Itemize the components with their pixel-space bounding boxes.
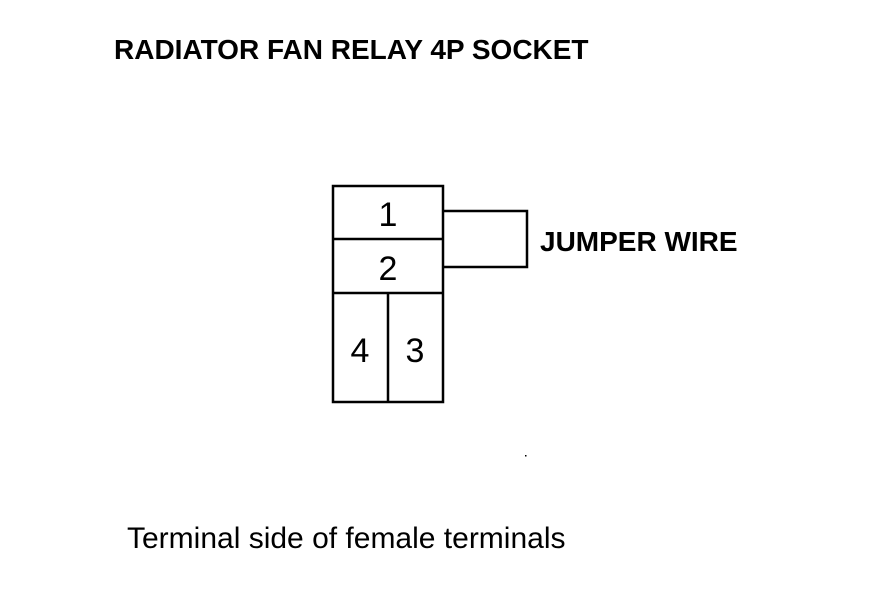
jumper-wire (443, 209, 529, 269)
diagram-title: RADIATOR FAN RELAY 4P SOCKET (114, 34, 589, 65)
terminal-4-label: 4 (351, 332, 370, 370)
terminal-3-label: 3 (406, 332, 425, 370)
jumper-wire-label: JUMPER WIRE (540, 226, 738, 257)
terminal-1-label: 1 (379, 196, 398, 234)
speck (525, 455, 527, 457)
diagram-caption: Terminal side of female terminals (127, 522, 566, 555)
terminal-2-label: 2 (379, 250, 398, 288)
